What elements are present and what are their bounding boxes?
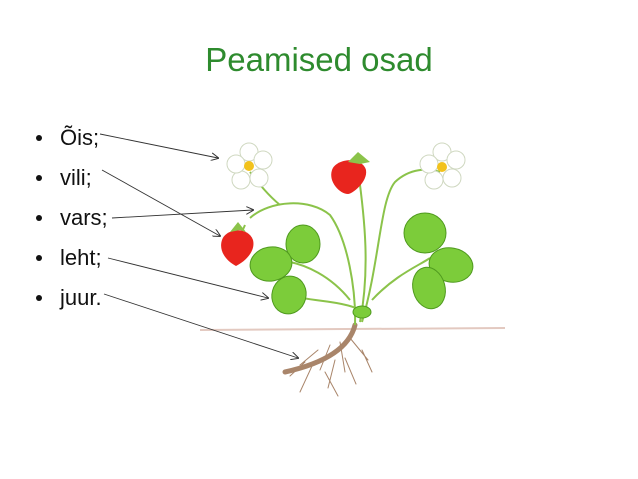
leaf: [403, 212, 447, 254]
leaf: [412, 266, 446, 310]
bullet-dot: [36, 255, 42, 261]
berry: [331, 160, 367, 194]
bullet-item: vili;: [36, 158, 108, 198]
bullet-item: juur.: [36, 278, 108, 318]
bullet-item: Õis;: [36, 118, 108, 158]
bullet-label-fruit: vili;: [60, 165, 92, 190]
bullet-dot: [36, 135, 42, 141]
bullet-dot: [36, 175, 42, 181]
berry-sepals: [230, 222, 246, 232]
bullet-item: leht;: [36, 238, 108, 278]
berry: [221, 230, 254, 266]
leaf: [285, 224, 321, 264]
roots: [282, 322, 373, 397]
bullet-dot: [36, 215, 42, 221]
pointer-root: [103, 293, 298, 358]
pointer-lines: [99, 133, 298, 358]
bullet-label-root: juur.: [60, 285, 102, 310]
bullet-label-flower: Õis;: [60, 125, 100, 150]
berries: [221, 152, 370, 266]
leaves: [249, 212, 474, 319]
leaf: [428, 247, 474, 283]
leaf: [352, 305, 372, 319]
pointer-flower: [99, 133, 218, 158]
pointer-leaf: [107, 257, 268, 298]
pointer-stem: [111, 210, 253, 219]
leaf: [249, 246, 293, 282]
berry-sepals: [348, 152, 370, 164]
bullet-label-leaf: leht;: [60, 245, 102, 270]
bullet-list: Õis; vili; vars; leht; juur.: [36, 118, 108, 318]
bullet-label-stem: vars;: [60, 205, 108, 230]
flower-right: [419, 142, 466, 190]
bullet-item: vars;: [36, 198, 108, 238]
bullet-dot: [36, 295, 42, 301]
flower-left: [226, 142, 273, 190]
slide-title: Peamised osad: [205, 41, 433, 78]
leaf: [271, 275, 307, 315]
pointer-fruit: [101, 169, 220, 236]
